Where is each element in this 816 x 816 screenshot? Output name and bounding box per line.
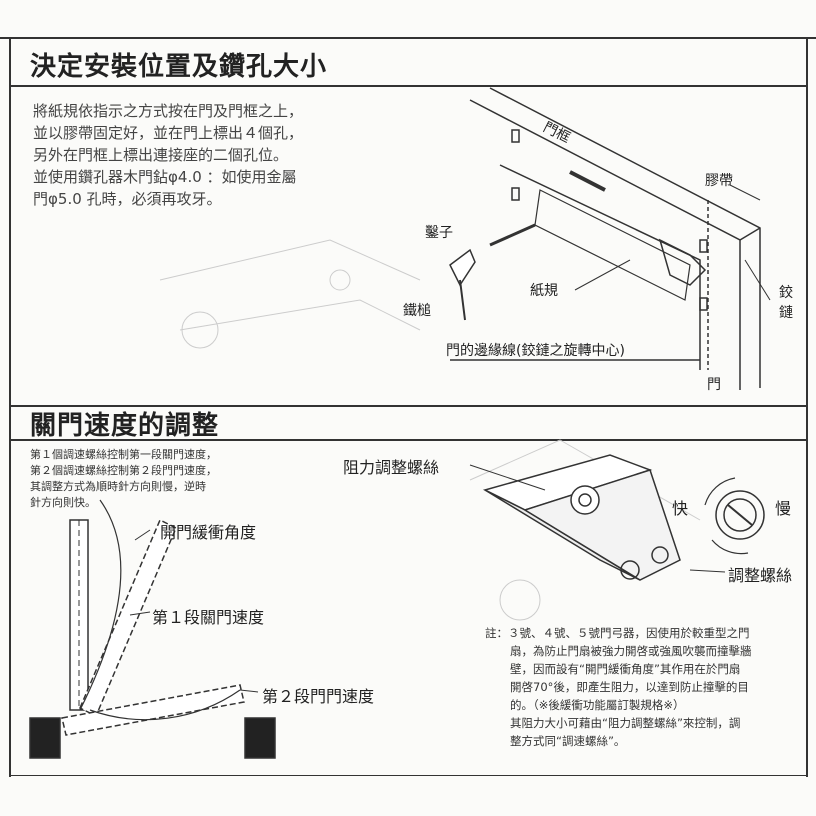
note-line: 註：３號、４號、５號門弓器，因使用於較重型之門: [485, 626, 750, 640]
label-speed2: 第２段門門速度: [262, 687, 375, 706]
label-tape: 膠帶: [705, 173, 733, 189]
section1-paragraph: 將紙規依指示之方式按在門及門框之上， 並以膠帶固定好，並在門上標出４個孔， 另外…: [33, 100, 303, 210]
text-line: 並使用鑽孔器木門鉆φ4.0 ：如使用金屬: [33, 168, 297, 186]
door-frame-drawing: [449, 87, 771, 390]
door-speed-diagram: [29, 499, 276, 759]
text-line: 將紙規依指示之方式按在門及門框之上，: [33, 102, 304, 120]
label-buffer-angle: 開門緩衝角度: [160, 523, 257, 542]
note-line: 壁，因而設有“開門緩衝角度”其作用在於門扇: [510, 662, 741, 676]
text-line: 第１個調速螺絲控制第一段關門速度，: [30, 448, 217, 461]
note-line: 扇，為防止門扇被強力開啓或強風吹襲而撞擊牆: [510, 644, 752, 658]
label-resistance-screw: 阻力調整螺絲: [343, 458, 440, 477]
label-fast: 快: [672, 499, 689, 518]
label-adjust-screw: 調整螺絲: [728, 566, 793, 585]
text-line: 其調整方式為順時針方向則慢，逆時: [30, 480, 206, 493]
faint-background-drawing: [159, 239, 701, 621]
note-line: 的。（※後緩衝功能屬訂製規格※）: [510, 698, 685, 712]
section2-note: 註：３號、４號、５號門弓器，因使用於較重型之門 扇，為防止門扇被強力開啓或強風吹…: [485, 624, 752, 750]
label-hammer: 鐵槌: [403, 303, 431, 319]
text-line: 針方向則快。: [30, 496, 96, 509]
section2-paragraph: 第１個調速螺絲控制第一段關門速度， 第２個調速螺絲控制第２段門門速度， 其調整方…: [30, 447, 217, 511]
label-template: 紙規: [530, 283, 558, 299]
label-hinge: 鉸鏈: [779, 285, 793, 321]
text-line: 門φ5.0 孔時，必須再攻牙。: [33, 190, 222, 208]
right-border: [806, 37, 808, 777]
top-rule: [0, 37, 816, 39]
section1-header-rule: [9, 85, 808, 87]
text-line: 並以膠帶固定好，並在門上標出４個孔，: [33, 124, 304, 142]
section1-title: 決定安裝位置及鑽孔大小: [30, 52, 328, 82]
note-line: 整方式同“調速螺絲”。: [510, 734, 626, 748]
label-door: 門: [707, 377, 721, 393]
bottom-rule: [9, 775, 808, 776]
label-chisel: 鑿子: [425, 225, 453, 241]
section2-header-rule: [9, 439, 808, 441]
label-slow: 慢: [775, 499, 792, 518]
section2-title: 關門速度的調整: [30, 411, 220, 441]
section2-top-rule: [9, 405, 808, 407]
note-line: 開啓70°後，即產生阻力，以達到防止撞擊的目: [510, 680, 749, 694]
left-border: [9, 37, 11, 777]
door-closer-drawing: [469, 454, 765, 581]
text-line: 另外在門框上標出連接座的二個孔位。: [33, 146, 289, 164]
note-line: 其阻力大小可藉由“阻力調整螺絲”來控制，調: [510, 716, 741, 730]
label-speed1: 第１段關門速度: [152, 608, 265, 627]
text-line: 第２個調速螺絲控制第２段門門速度，: [30, 464, 217, 477]
label-edge-line: 門的邊緣線(鉸鏈之旋轉中心): [446, 343, 625, 359]
